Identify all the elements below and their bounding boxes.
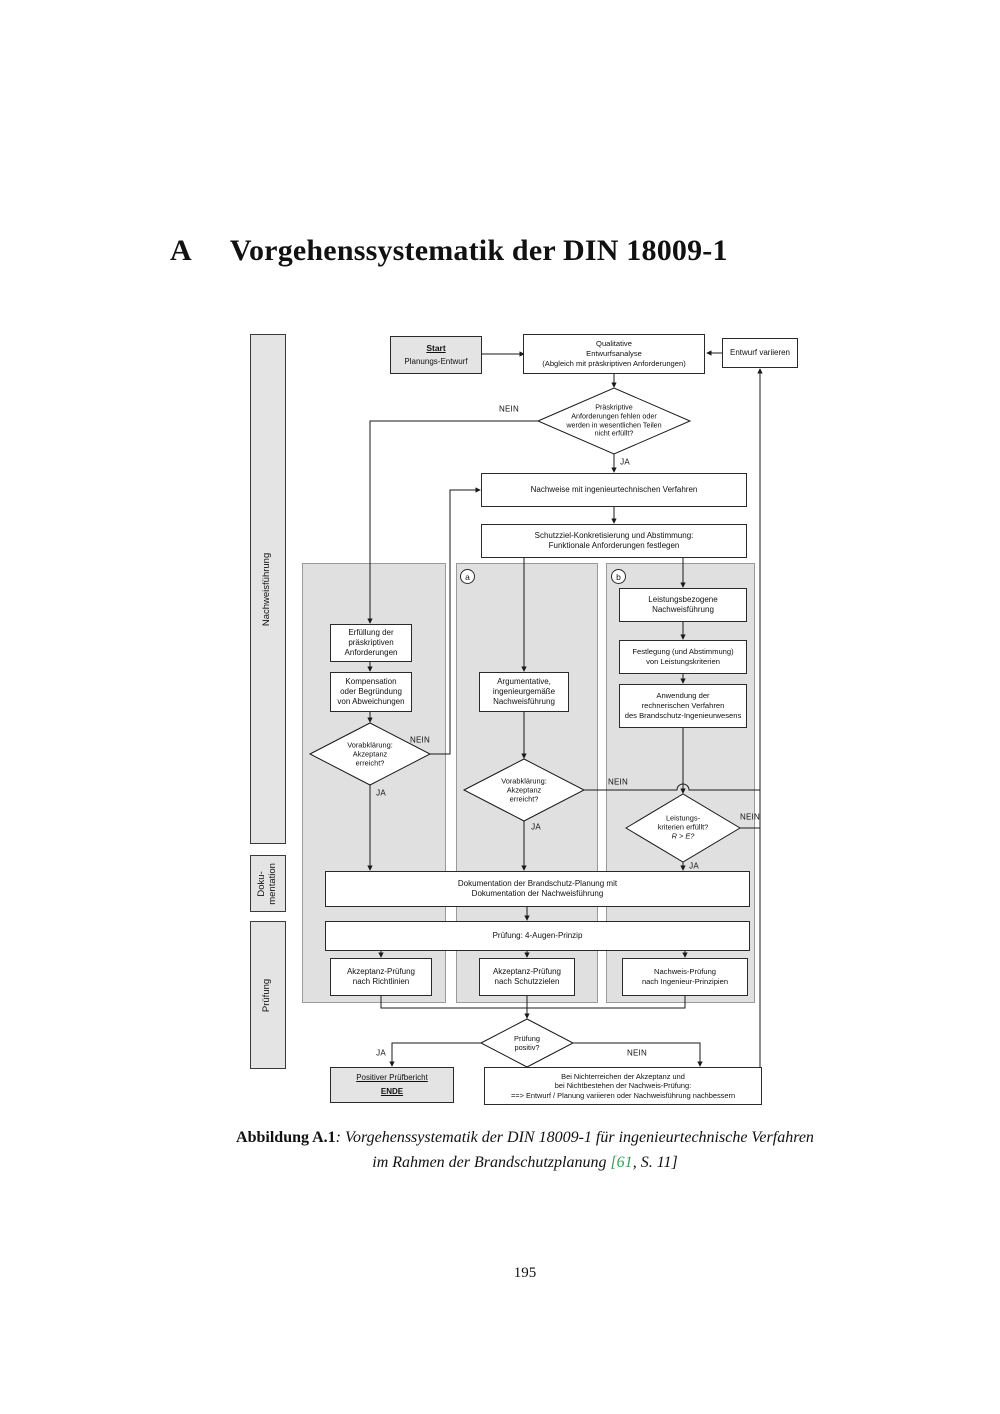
node-akzeptanz-pruefung-schutzziele: Akzeptanz-Prüfung nach Schutzzielen: [479, 958, 575, 996]
node-schutzziel-konkretisierung: Schutzziel-Konkretisierung und Abstimmun…: [481, 524, 747, 558]
diamond-leistungskriterien-text: Leistungs- kriterien erfüllt? R > E?: [658, 804, 709, 849]
edge-pruefboxes-merge: [380, 996, 686, 1009]
node-argumentative-nachweisfuehrung: Argumentative, ingenieurgemäße Nachweisf…: [479, 672, 569, 712]
figure-caption-line1: Abbildung A.1: Vorgehenssystematik der D…: [120, 1126, 930, 1151]
ende-label: ENDE: [380, 1087, 404, 1096]
label-nein-dbottom: NEIN: [627, 1048, 647, 1058]
node-festlegung-leistungskriterien: Festlegung (und Abstimmung) von Leistung…: [619, 640, 747, 674]
node-qualitative-entwurfsanalyse: Qualitative Entwurfsanalyse (Abgleich mi…: [523, 334, 705, 374]
node-leistungsbezogene-nachweisfuehrung: Leistungsbezogene Nachweisführung: [619, 588, 747, 622]
label-nein-dleft: NEIN: [410, 735, 430, 745]
edges: [367, 350, 763, 1067]
start-title: Start: [426, 342, 446, 353]
label-ja-dleft: JA: [376, 788, 386, 798]
phase-pruefung: Prüfung: [250, 921, 286, 1069]
leistungskriterien-line1: Leistungs- kriterien erfüllt?: [657, 813, 709, 832]
diamond-vorabklaerung-links-shape: [308, 722, 432, 786]
edge-dbottom-ja-bericht: [389, 1042, 481, 1067]
caption-label: Abbildung A.1: [236, 1129, 336, 1146]
phase-nachweisfuehrung: Nachweisführung: [250, 334, 286, 844]
diamond-pruefung-positiv-shape: [479, 1018, 575, 1068]
node-akzeptanz-pruefung-richtlinien: Akzeptanz-Prüfung nach Richtlinien: [330, 958, 432, 996]
node-nichterreichen-nachbessern: Bei Nichterreichen der Akzeptanz und bei…: [484, 1067, 762, 1105]
label-ja-dbottom: JA: [376, 1048, 386, 1058]
appendix-heading: A Vorgehenssystematik der DIN 18009-1: [170, 234, 728, 268]
node-kompensation: Kompensation oder Begründung von Abweich…: [330, 672, 412, 712]
caption-text-line2: im Rahmen der Brandschutzplanung: [372, 1153, 611, 1171]
diamond-pruefung-positiv-text: Prüfung positiv?: [514, 1033, 540, 1052]
decision-diamonds: [308, 387, 741, 1068]
node-nachweise-ingenieurtechnisch: Nachweise mit ingenieurtechnischen Verfa…: [481, 473, 747, 507]
diamond-vorabklaerung-mitte-shape: [462, 758, 586, 822]
label-nein-d1: NEIN: [499, 404, 519, 414]
node-anwendung-rechnerische-verfahren: Anwendung der rechnerischen Verfahren de…: [619, 684, 747, 728]
edge-dleft-nein-nachweise: [430, 487, 481, 755]
node-dokumentation: Dokumentation der Brandschutz-Planung mi…: [325, 871, 750, 907]
label-ja-dmid: JA: [531, 822, 541, 832]
diamond-vorabklaerung-links-text: Vorabklärung: Akzeptanz erreicht?: [347, 740, 393, 768]
label-ja-dright: JA: [689, 861, 699, 871]
label-nein-dright: NEIN: [740, 812, 760, 822]
citation-link[interactable]: [61: [610, 1153, 633, 1171]
node-pruefung-vier-augen: Prüfung: 4-Augen-Prinzip: [325, 921, 750, 951]
caption-text-line2-end: , S. 11]: [632, 1153, 678, 1171]
positiver-pruefbericht-label: Positiver Prüfbericht: [356, 1072, 428, 1082]
label-ja-d1: JA: [620, 457, 630, 467]
marker-option-b: b: [611, 569, 626, 584]
figure-caption-line2: im Rahmen der Brandschutzplanung [61, S.…: [120, 1151, 930, 1176]
diamond-praeskriptiv-text: Präskriptive Anforderungen fehlen oder w…: [566, 402, 662, 438]
label-nein-dmid: NEIN: [608, 777, 628, 787]
node-entwurf-variieren: Entwurf variieren: [722, 338, 798, 368]
diamond-vorabklaerung-mitte-text: Vorabklärung: Akzeptanz erreicht?: [501, 776, 547, 804]
diamond-leistungskriterien-shape: [625, 793, 741, 863]
caption-text-line1: : Vorgehenssystematik der DIN 18009-1 fü…: [335, 1129, 814, 1146]
node-positiver-pruefbericht: Positiver Prüfbericht ENDE: [330, 1067, 454, 1103]
node-erfuellung-praeskriptiv: Erfüllung der präskriptiven Anforderunge…: [330, 624, 412, 662]
node-start: Start Planungs-Entwurf: [390, 336, 482, 374]
page-title: Vorgehenssystematik der DIN 18009-1: [229, 234, 728, 267]
edge-dbottom-nein-nachbessern: [573, 1042, 703, 1067]
leistungskriterien-formel: R > E?: [671, 831, 695, 841]
start-subtitle: Planungs-Entwurf: [404, 356, 468, 366]
appendix-letter: A: [170, 234, 192, 267]
diamond-praeskriptiv-shape: [536, 387, 692, 455]
node-nachweis-pruefung-ingenieur: Nachweis-Prüfung nach Ingenieur-Prinzipi…: [622, 958, 748, 996]
figure-caption: Abbildung A.1: Vorgehenssystematik der D…: [120, 1126, 930, 1176]
page-number: 195: [513, 1265, 537, 1281]
marker-option-a: a: [460, 569, 475, 584]
phase-dokumentation: Doku- mentation: [250, 855, 286, 912]
edge-d1-nein-erfuellung: [367, 420, 538, 624]
